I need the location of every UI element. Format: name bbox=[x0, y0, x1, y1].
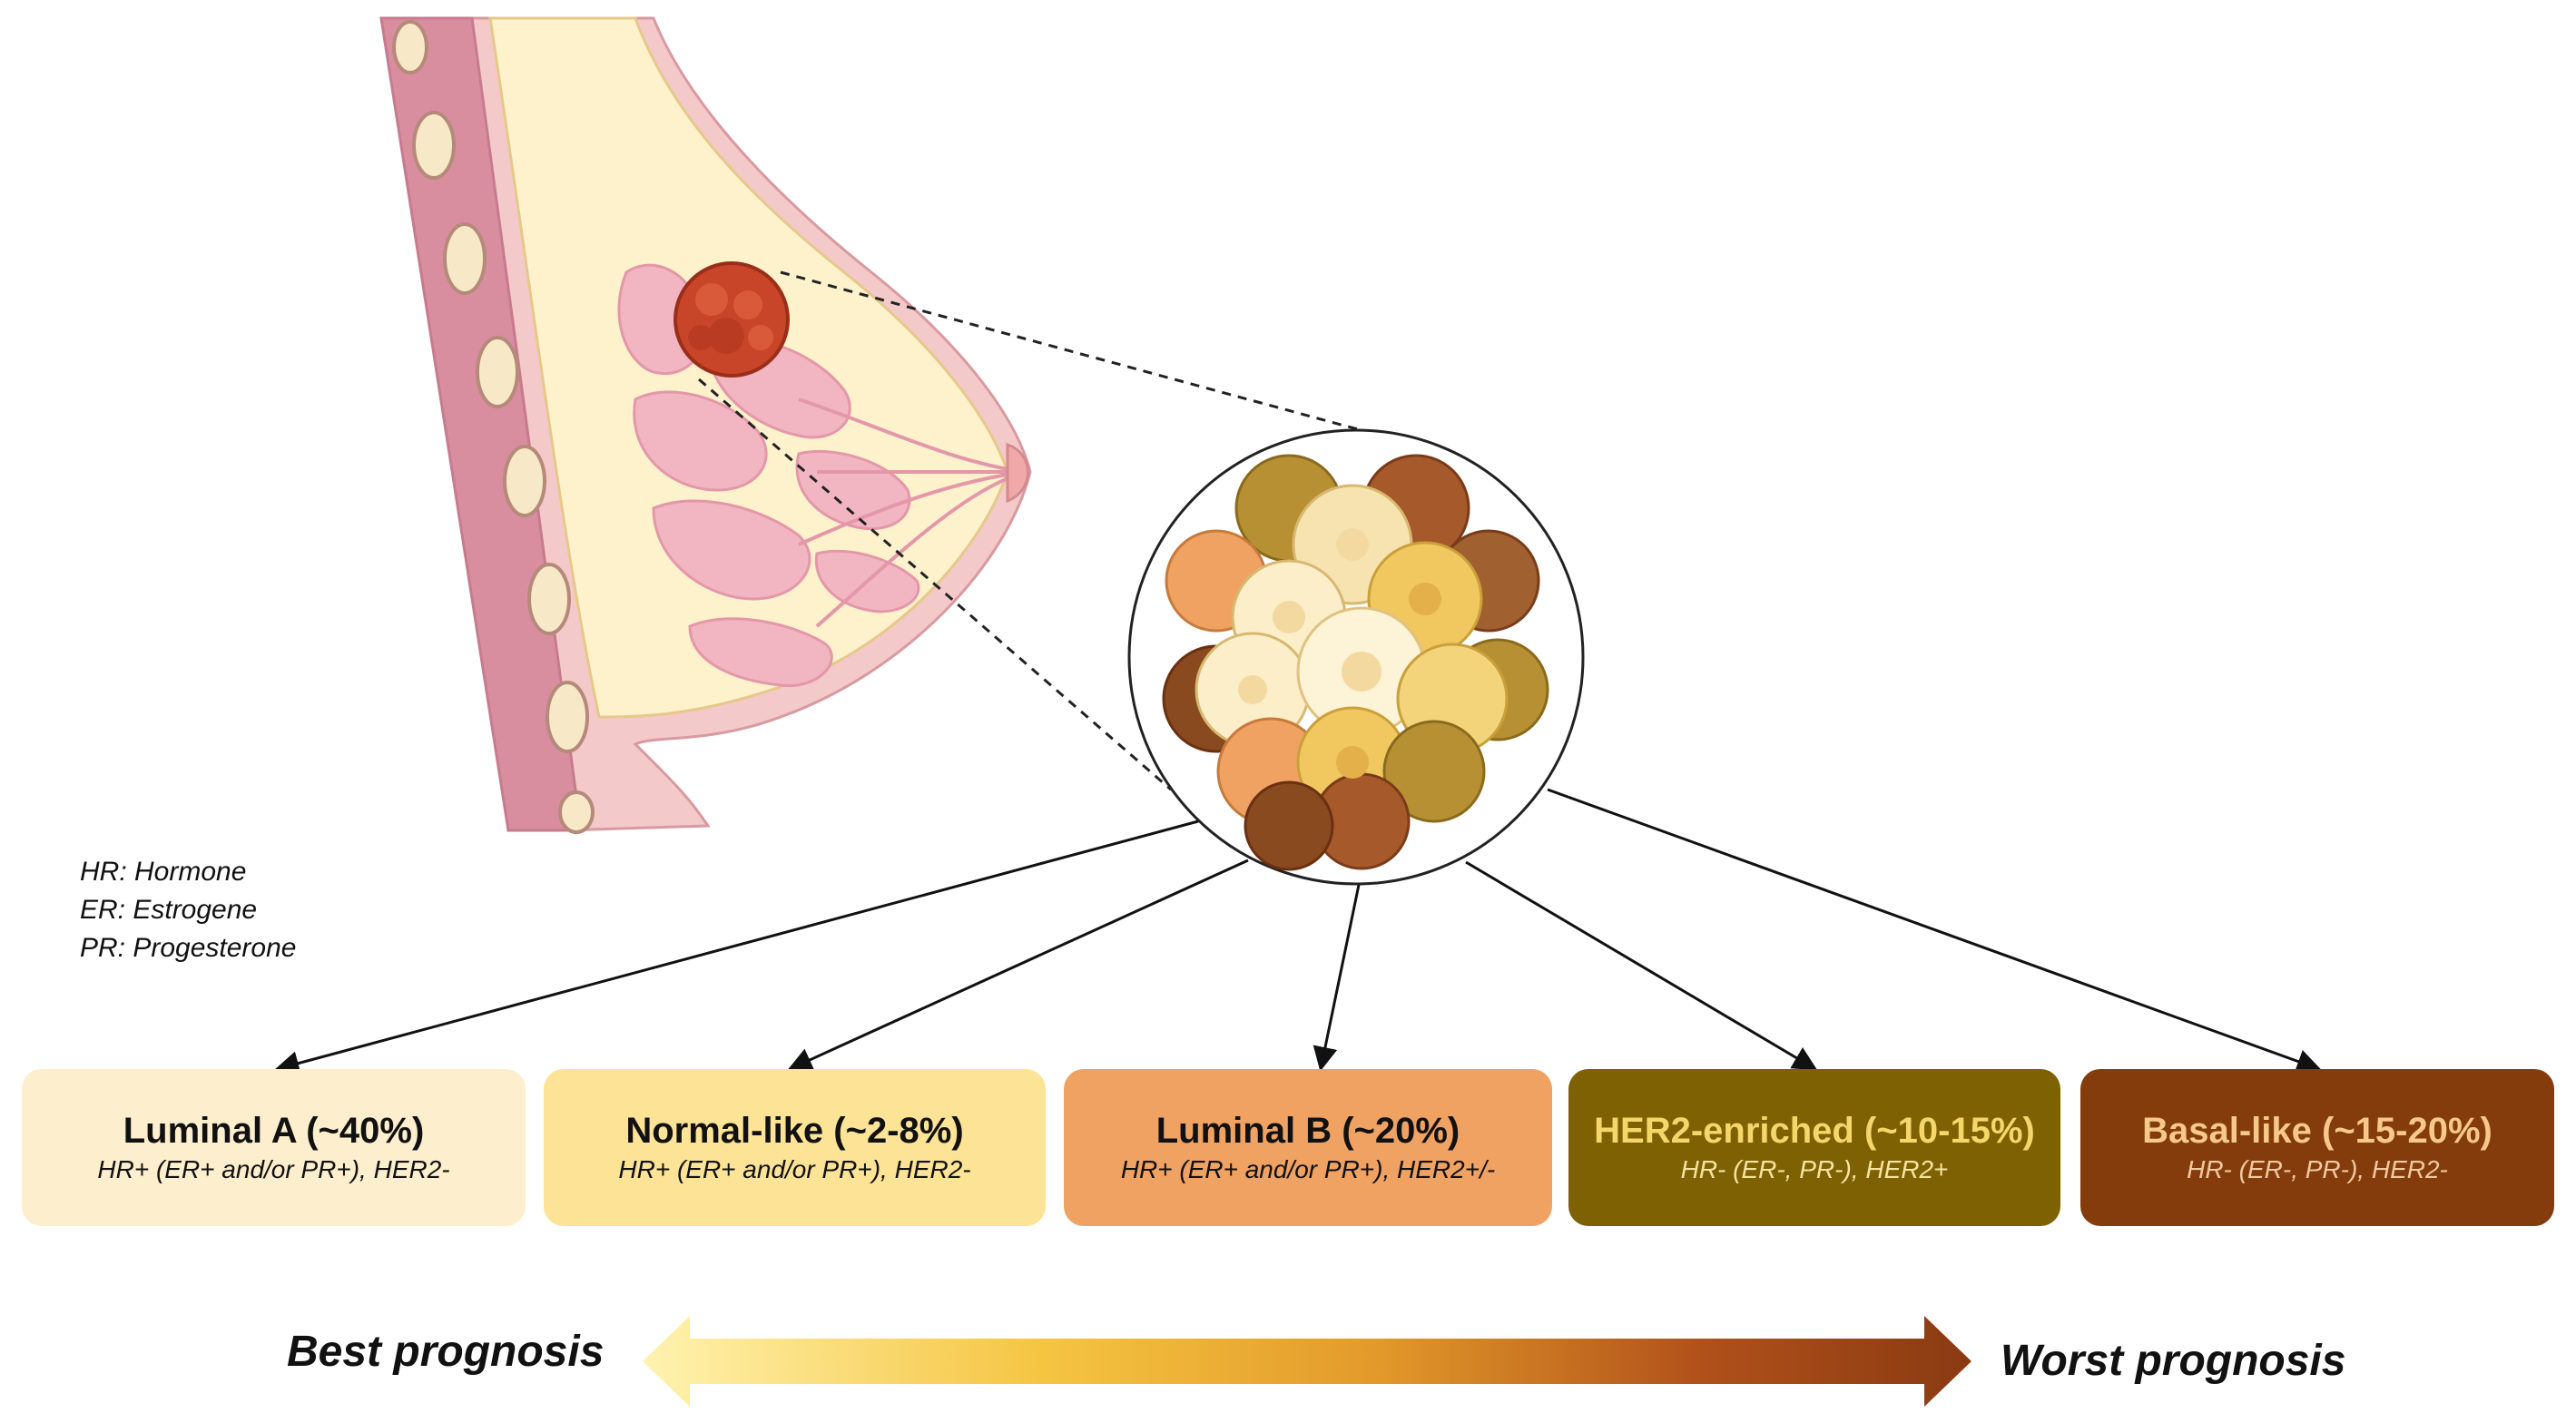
legend-er: ER: Estrogene bbox=[80, 895, 258, 925]
subtype-title: Luminal A (~40%) bbox=[123, 1110, 425, 1151]
arrow-her2-enriched bbox=[1465, 860, 1818, 1071]
milk-ducts bbox=[798, 397, 1027, 628]
breast-illustration bbox=[379, 16, 1399, 834]
subtype-title: Normal-like (~2-8%) bbox=[625, 1110, 964, 1151]
subtype-arrows bbox=[274, 788, 2322, 1075]
subtype-title: Luminal B (~20%) bbox=[1155, 1110, 1460, 1151]
prognosis-gradient-arrow bbox=[643, 1316, 1971, 1407]
tumor bbox=[673, 261, 790, 378]
arrow-luminal-a bbox=[274, 819, 1199, 1075]
ribs bbox=[392, 20, 595, 834]
zoom-lines bbox=[698, 270, 1399, 791]
legend-hr: HR: Hormone bbox=[80, 857, 247, 887]
subtype-box-luminal-b: Luminal B (~20%) HR+ (ER+ and/or PR+), H… bbox=[1064, 1069, 1552, 1226]
worst-prognosis-label: Worst prognosis bbox=[2001, 1337, 2346, 1385]
subtype-box-luminal-a: Luminal A (~40%) HR+ (ER+ and/or PR+), H… bbox=[22, 1069, 526, 1226]
arrow-basal-like bbox=[1547, 788, 2322, 1074]
subtype-receptors: HR- (ER-, PR-), HER2- bbox=[2187, 1154, 2448, 1183]
abbreviation-legend: HR: Hormone ER: Estrogene PR: Progestero… bbox=[80, 853, 296, 967]
tumor-cells-zoom bbox=[1127, 428, 1585, 886]
subtype-box-her2-enriched: HER2-enriched (~10-15%) HR- (ER-, PR-), … bbox=[1568, 1069, 2060, 1226]
best-prognosis-label: Best prognosis bbox=[287, 1328, 605, 1376]
arrow-normal-like bbox=[787, 859, 1249, 1072]
subtype-receptors: HR+ (ER+ and/or PR+), HER2- bbox=[618, 1154, 971, 1183]
subtype-receptors: HR- (ER-, PR-), HER2+ bbox=[1680, 1154, 1949, 1183]
subtype-receptors: HR+ (ER+ and/or PR+), HER2- bbox=[97, 1154, 450, 1183]
subtype-box-normal-like: Normal-like (~2-8%) HR+ (ER+ and/or PR+)… bbox=[544, 1069, 1046, 1226]
legend-pr: PR: Progesterone bbox=[80, 933, 297, 963]
subtype-title: HER2-enriched (~10-15%) bbox=[1594, 1110, 2035, 1151]
tumor-cell-cluster bbox=[1162, 454, 1549, 871]
arrow-luminal-b bbox=[1313, 884, 1361, 1072]
subtype-box-basal-like: Basal-like (~15-20%) HR- (ER-, PR-), HER… bbox=[2080, 1069, 2554, 1226]
subtype-receptors: HR+ (ER+ and/or PR+), HER2+/- bbox=[1120, 1154, 1496, 1183]
subtype-title: Basal-like (~15-20%) bbox=[2142, 1110, 2492, 1151]
nipple bbox=[1006, 442, 1029, 504]
